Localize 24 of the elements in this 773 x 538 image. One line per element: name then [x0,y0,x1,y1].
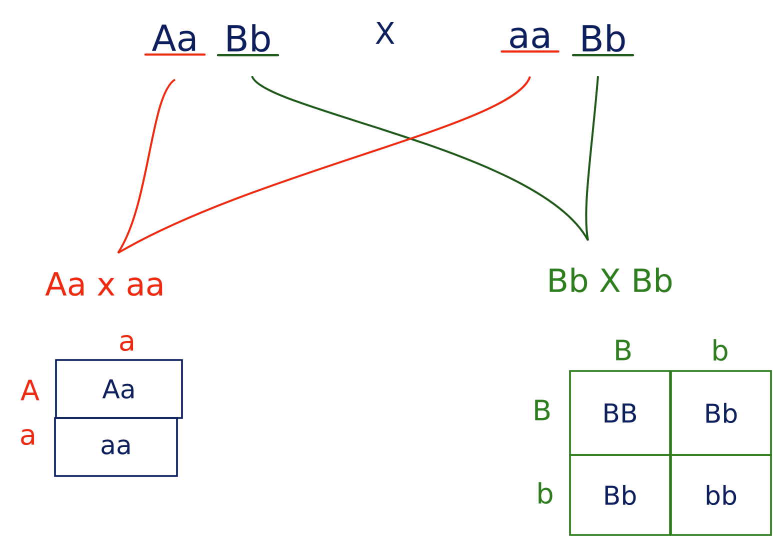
punnett-cell: Bb [670,370,772,456]
genotype-text: Bb [572,24,634,56]
genotype-text: Bb [216,24,280,56]
genotype-text: Aa [144,24,206,56]
connector-line [585,76,599,241]
connector-line [118,76,531,254]
allele-label: b [714,339,728,361]
genotype-text: aa [500,28,560,53]
allele-label: a [120,334,134,352]
allele-label: B [535,400,550,420]
punnett-cell: aa [54,417,178,477]
allele-label: a [21,428,34,446]
cross-text: Bb X Bb [550,268,672,292]
connector-line [117,78,176,254]
punnett-cell: Bb [569,454,671,536]
allele-label: A [20,380,40,400]
punnett-cell: Aa [55,359,183,419]
allele-label: B [616,340,631,360]
connector-line [251,75,589,242]
cross-text: Aa x aa [45,272,162,296]
allele-label: b [538,482,552,504]
punnett-cell: BB [569,370,671,456]
cross-sign: X [376,22,394,44]
punnett-cell: bb [670,454,772,536]
